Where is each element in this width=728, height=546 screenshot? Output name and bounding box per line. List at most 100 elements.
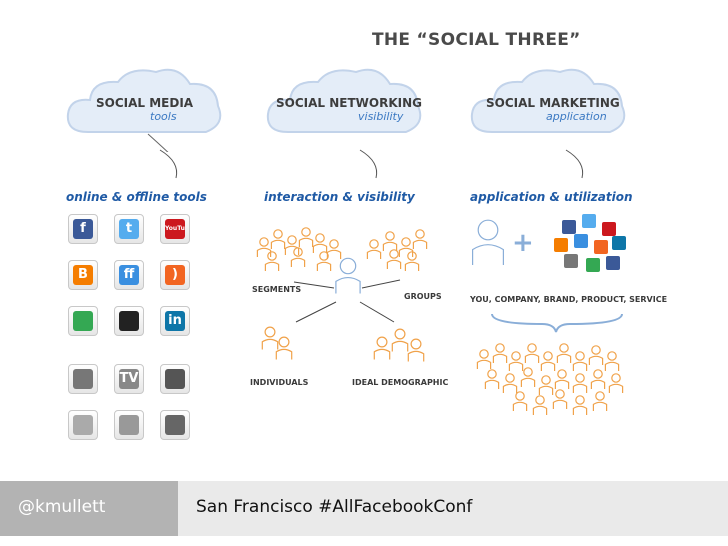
person-icon (312, 233, 328, 253)
newspaper-icon (68, 364, 98, 394)
person-icon (407, 338, 425, 362)
person-icon (540, 351, 556, 371)
person-icon (398, 237, 414, 257)
media-tile-icon (554, 238, 568, 252)
person-icon (476, 349, 492, 369)
networking-diagram (256, 227, 428, 362)
person-icon (284, 235, 300, 255)
heading-application: application & utilization (470, 190, 633, 204)
person-icon (264, 251, 280, 271)
cloud-title: SOCIAL NETWORKING (276, 96, 422, 110)
person-icon (366, 239, 382, 259)
media-tile-icon (602, 222, 616, 236)
twitter-handle: @kmullett (18, 497, 106, 517)
heading-tools: online & offline tools (66, 190, 207, 204)
blogger-icon: B (68, 260, 98, 290)
mail-icon (68, 410, 98, 440)
arrow-line (359, 301, 395, 323)
person-icon (382, 231, 398, 251)
twitter-icon: t (114, 214, 144, 244)
plus-sign: + (512, 228, 534, 258)
curly-brace-icon (491, 313, 623, 333)
person-icon (524, 343, 540, 363)
person-icon (502, 373, 518, 393)
person-icon (391, 328, 409, 352)
person-icon (492, 343, 508, 363)
person-icon (592, 391, 608, 411)
person-icon (572, 373, 588, 393)
media-tile-icon (612, 236, 626, 250)
cloud-shape (470, 68, 626, 133)
media-tile-icon (564, 254, 578, 268)
heading-interaction: interaction & visibility (264, 190, 415, 204)
rss-icon: ) (160, 260, 190, 290)
label-groups: GROUPS (404, 292, 442, 301)
person-icon (256, 237, 272, 257)
phone-icon (160, 410, 190, 440)
arrow-line (295, 301, 337, 323)
marketing-caption: YOU, COMPANY, BRAND, PRODUCT, SERVICE (470, 295, 668, 304)
media-tile-icon (594, 240, 608, 254)
person-icon (556, 343, 572, 363)
person-icon (554, 369, 570, 389)
person-icon (484, 369, 500, 389)
media-tile-icon (562, 220, 576, 234)
cloud-title: SOCIAL MARKETING (486, 96, 620, 110)
tv-icon: TV (114, 364, 144, 394)
arrow-line (361, 279, 401, 289)
media-tile-icon (582, 214, 596, 228)
youtube-icon: YouTube (160, 214, 190, 244)
event-name: San Francisco #AllFacebookConf (196, 497, 473, 517)
media-tile-icon (586, 258, 600, 272)
central-person-icon (335, 257, 361, 294)
facebook-icon: f (68, 214, 98, 244)
connector-arrows (159, 149, 584, 179)
diagram-title: THE “SOCIAL THREE” (372, 30, 581, 50)
cloud-social-networking: SOCIAL NETWORKING visibility (258, 62, 428, 152)
person-icon (373, 336, 391, 360)
cloud-shape (66, 68, 222, 152)
person-icon (590, 369, 606, 389)
cloud-title: SOCIAL MEDIA (96, 96, 194, 110)
print-ad-icon (114, 410, 144, 440)
person-icon (298, 227, 314, 247)
person-icon (604, 351, 620, 371)
label-individuals: INDIVIDUALS (250, 378, 309, 387)
person-icon (538, 375, 554, 395)
person-icon (532, 395, 548, 415)
person-icon (412, 229, 428, 249)
person-icon (552, 389, 568, 409)
arrow-line (293, 281, 335, 289)
marketing-diagram (472, 214, 626, 415)
person-icon (572, 351, 588, 371)
cloud-subtitle: application (546, 110, 607, 123)
label-ideal-demographic: IDEAL DEMOGRAPHIC (352, 378, 449, 387)
delicious-icon (114, 306, 144, 336)
linkedin-icon: in (160, 306, 190, 336)
twitter-handle-box: @kmullett (0, 481, 178, 536)
person-icon (404, 251, 420, 271)
media-tile-icon (574, 234, 588, 248)
cloud-subtitle: tools (150, 110, 177, 123)
brand-person-icon (472, 219, 504, 265)
person-icon (386, 249, 402, 269)
person-icon (275, 336, 293, 360)
person-icon (270, 229, 286, 249)
footer-bar: @kmullett San Francisco #AllFacebookConf (0, 481, 728, 536)
cloud-social-marketing: SOCIAL MARKETING application (462, 62, 632, 152)
cloud-shape (266, 68, 422, 133)
person-icon (512, 391, 528, 411)
cloud-subtitle: visibility (358, 110, 404, 123)
person-icon (508, 351, 524, 371)
person-icon (608, 373, 624, 393)
friendfeed-icon: ff (114, 260, 144, 290)
cloud-social-media: SOCIAL MEDIA tools (58, 62, 228, 152)
person-icon (588, 345, 604, 365)
radio-tower-icon (160, 364, 190, 394)
person-icon (261, 326, 279, 350)
person-icon (316, 251, 332, 271)
person-icon (290, 247, 306, 267)
label-segments: SEGMENTS (252, 285, 302, 294)
person-icon (326, 239, 342, 259)
person-icon (572, 395, 588, 415)
